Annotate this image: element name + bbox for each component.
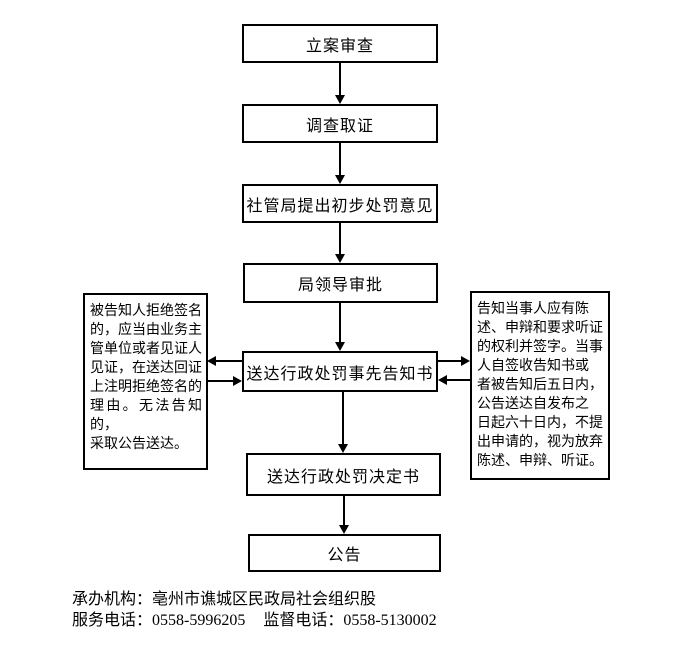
- flow-step-investigation: 调查取证: [242, 104, 438, 143]
- flow-step-deliver-penalty-decision: 送达行政处罚决定书: [246, 453, 441, 496]
- flow-step-preliminary-penalty-opinion: 社管局提出初步处罚意见: [242, 184, 438, 223]
- flow-step-public-announcement: 公告: [248, 534, 441, 572]
- flow-step-case-filing-review: 立案审查: [242, 24, 438, 63]
- footer-contact-info: 承办机构：亳州市谯城区民政局社会组织股 服务电话：0558-5996205 监督…: [72, 589, 437, 631]
- footer-service-phone: 服务电话：0558-5996205: [72, 612, 246, 629]
- footer-agency-line: 承办机构：亳州市谯城区民政局社会组织股: [72, 591, 377, 608]
- note-right-to-statement-hearing: 告知当事人应有陈 述、申辩和要求听证 的权利并签字。当事 人自签收告知书或 者被…: [470, 291, 610, 480]
- footer-phones-line: 服务电话：0558-5996205 监督电话：0558-5130002: [72, 610, 437, 631]
- flow-step-deliver-prior-notice: 送达行政处罚事先告知书: [242, 351, 438, 392]
- flow-step-bureau-leader-approval: 局领导审批: [243, 263, 438, 303]
- note-refusal-to-sign: 被告知人拒绝签名 的，应当由业务主 管单位或者见证人 见证，在送达回证 上注明拒…: [83, 293, 208, 470]
- footer-supervision-phone: 监督电话：0558-5130002: [263, 612, 437, 629]
